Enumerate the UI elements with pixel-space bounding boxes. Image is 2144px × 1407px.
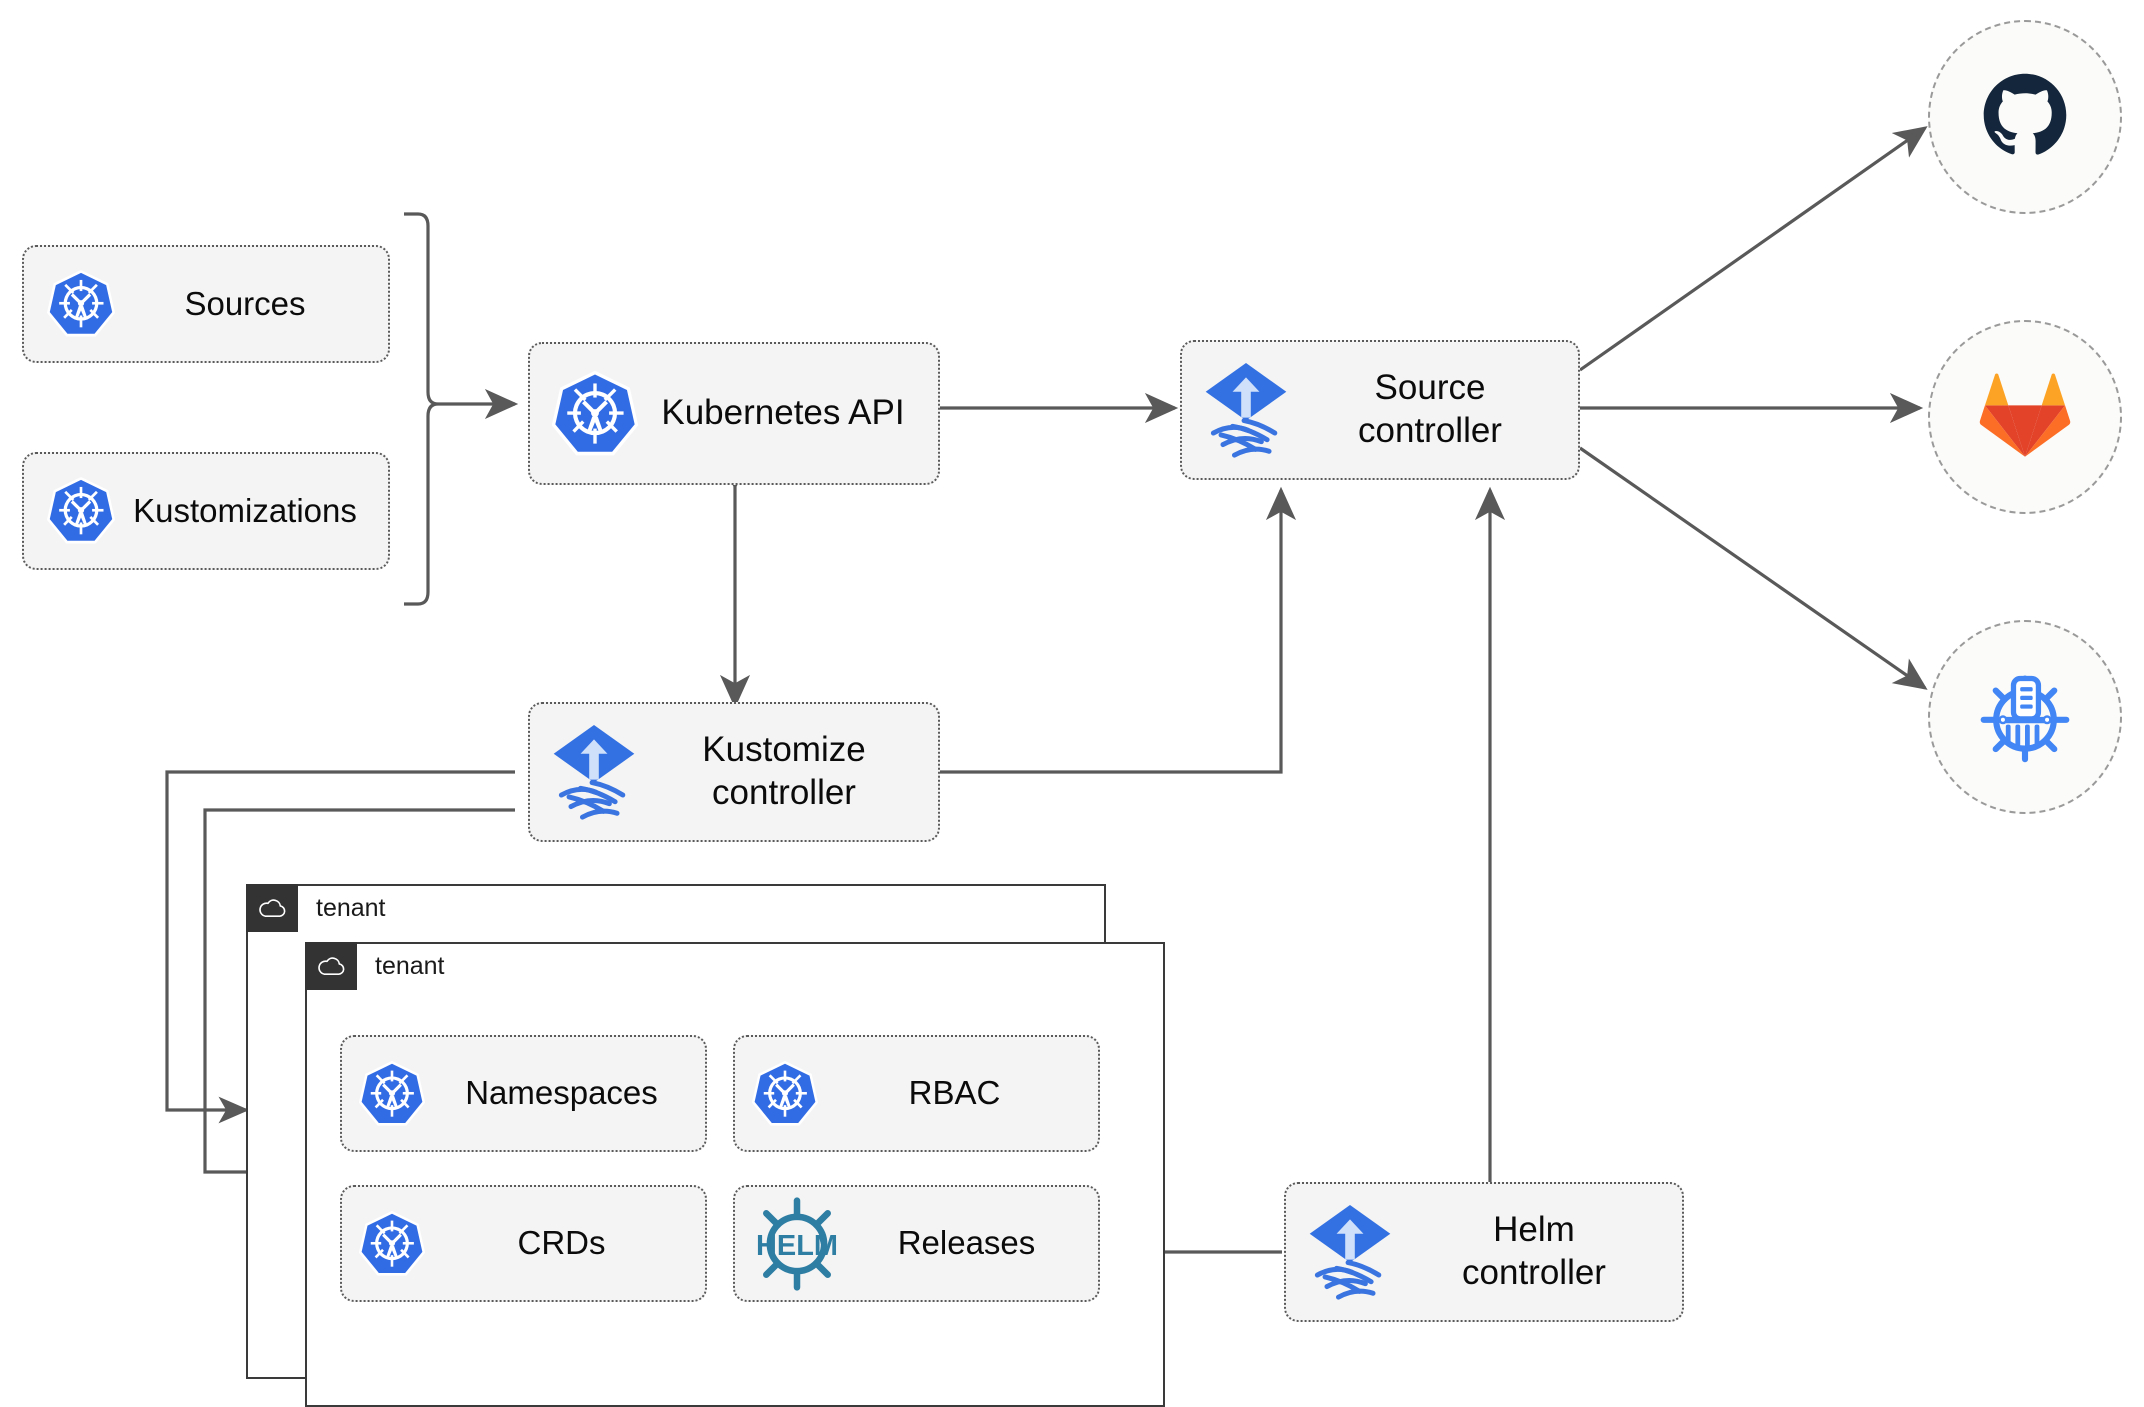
node-helm-controller[interactable]: Helm controller [1284, 1182, 1684, 1322]
wire-source-to-bucket [1579, 446, 1928, 690]
kubernetes-icon [354, 1206, 430, 1282]
cloud-icon [246, 884, 298, 932]
node-label-source-controller: Source controller [1358, 368, 1502, 450]
node-label-kubernetes-api: Kubernetes API [661, 393, 905, 433]
flux-icon [1196, 358, 1296, 462]
tenant-resource-crds[interactable]: CRDs [340, 1185, 707, 1302]
resource-label-sources: Sources [184, 284, 306, 322]
bucket-icon [1977, 667, 2073, 768]
flux-icon [1300, 1200, 1400, 1304]
node-source-controller[interactable]: Source controller [1180, 340, 1580, 480]
cloud-icon [305, 942, 357, 990]
kubernetes-icon [546, 365, 644, 463]
wire-kustomize-to-source [940, 486, 1297, 774]
tenant-resource-label-crds: CRDs [517, 1224, 606, 1262]
tenant-label-front: tenant [375, 951, 445, 980]
helm-wordmark: HELM [756, 1229, 838, 1261]
tenant-resource-releases[interactable]: HELM Releases [733, 1185, 1100, 1302]
provider-github[interactable] [1928, 20, 2122, 214]
tenant-tab-front: tenant [305, 942, 445, 990]
group-bracket [404, 212, 439, 606]
provider-gitlab[interactable] [1928, 320, 2122, 514]
node-label-helm-controller: Helm controller [1462, 1210, 1606, 1292]
node-kubernetes-api[interactable]: Kubernetes API [528, 342, 940, 485]
kubernetes-icon [354, 1056, 430, 1132]
tenant-resource-label-namespaces: Namespaces [465, 1074, 658, 1112]
kubernetes-icon [747, 1056, 823, 1132]
node-label-kustomize-controller: Kustomize controller [702, 730, 866, 812]
resource-box-kustomizations[interactable]: Kustomizations [22, 452, 390, 570]
provider-bucket[interactable] [1928, 620, 2122, 814]
tenant-container-front[interactable]: tenant [305, 942, 1165, 1407]
tenant-resource-namespaces[interactable]: Namespaces [340, 1035, 707, 1152]
tenant-label-back: tenant [316, 893, 386, 922]
resource-label-kustomizations: Kustomizations [133, 491, 357, 529]
tenant-tab-back: tenant [246, 884, 386, 932]
kubernetes-icon [42, 472, 120, 550]
wire-source-to-github [1579, 126, 1928, 372]
kubernetes-icon [42, 265, 120, 343]
tenant-resource-rbac[interactable]: RBAC [733, 1035, 1100, 1152]
tenant-resource-label-releases: Releases [897, 1224, 1036, 1262]
flux-icon [544, 720, 644, 824]
tenant-resource-label-rbac: RBAC [908, 1074, 1001, 1112]
github-icon [1977, 67, 2073, 168]
helm-icon: HELM [747, 1196, 847, 1292]
node-kustomize-controller[interactable]: Kustomize controller [528, 702, 940, 842]
resource-box-sources[interactable]: Sources [22, 245, 390, 363]
gitlab-icon [1979, 371, 2071, 464]
